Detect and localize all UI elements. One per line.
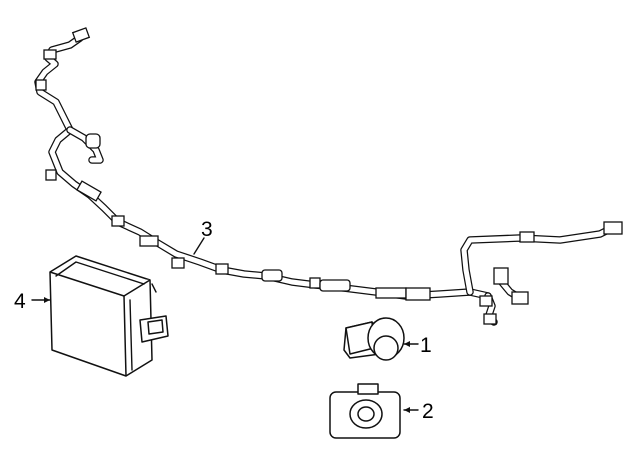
callout-1: 1 — [420, 334, 432, 357]
sensor-bezel[interactable] — [329, 383, 401, 439]
arrow-1 — [404, 341, 410, 347]
callout-4: 4 — [14, 290, 26, 313]
wiring-harness[interactable] — [34, 27, 623, 326]
callout-3: 3 — [201, 218, 213, 241]
arrow-2 — [404, 407, 410, 413]
arrow-4 — [44, 297, 50, 303]
parking-sensor[interactable] — [343, 317, 405, 361]
leader-line-3 — [193, 237, 205, 255]
control-module[interactable] — [49, 255, 169, 377]
callout-2: 2 — [422, 400, 434, 423]
